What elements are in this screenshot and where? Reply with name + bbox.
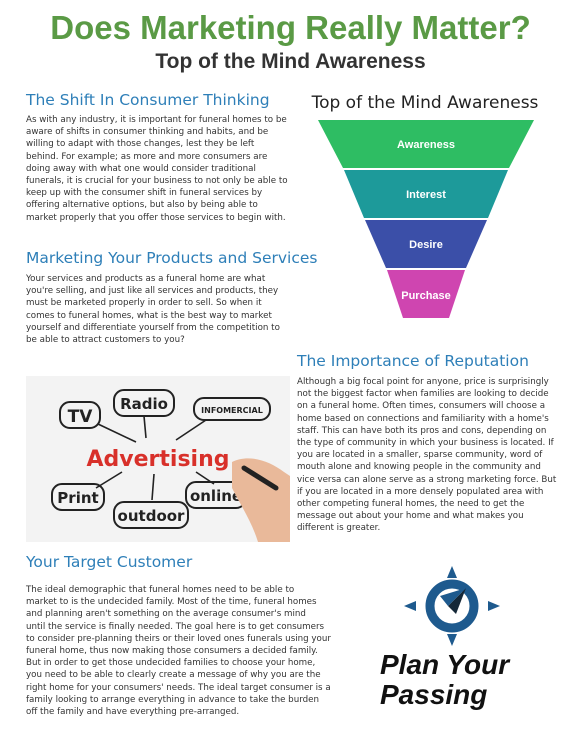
text-line: be able to attract customers to you? (26, 335, 185, 346)
text-line: you're selling, and just like all servic… (26, 286, 279, 297)
funnel-label-purchase: Purchase (401, 290, 451, 302)
text-line: and planning aren't something on the ave… (26, 609, 306, 620)
ad-word-tv: TV (68, 407, 94, 427)
text-line: offering alternative options, but also b… (26, 200, 258, 211)
funnel-title: Top of the Mind Awareness (311, 93, 539, 113)
text-line: staff. This can have both its pros and c… (297, 425, 547, 436)
funnel-stage-awareness (318, 120, 534, 168)
brand-line-2: Passing (380, 679, 488, 710)
section-body-target: The ideal demographic that funeral homes… (26, 584, 346, 718)
marker-illustration (241, 465, 279, 491)
ad-word-radio: Radio (120, 395, 168, 413)
brand-line-1: Plan Your (380, 649, 510, 680)
section-heading-shift: The Shift In Consumer Thinking (26, 91, 270, 109)
text-line: behind. For example; as more and more co… (26, 151, 268, 162)
text-line: aware of shifts in consumer thinking and… (26, 127, 269, 138)
text-line: funeral home, thus now making those cons… (26, 646, 318, 657)
ad-word-print: Print (57, 489, 98, 507)
text-line: right home for your consumers' needs. Th… (26, 682, 331, 693)
text-line: willing to adapt with those changes, les… (26, 139, 255, 150)
ad-center-word: Advertising (87, 447, 230, 472)
text-line: doing away with what one would consider … (26, 163, 256, 174)
section-body-marketing: Your services and products as a funeral … (26, 273, 296, 346)
text-line: market to is the undecided family. Most … (26, 597, 317, 608)
section-body-reputation: Although a big focal point for anyone, p… (297, 376, 567, 535)
text-line: on a funeral home. Often times, consumer… (297, 401, 546, 412)
text-line: market properly that you offer those ser… (26, 212, 286, 223)
text-line: The ideal demographic that funeral homes… (26, 585, 295, 595)
hand-illustration (232, 458, 290, 542)
text-line: Although a big focal point for anyone, p… (297, 377, 549, 387)
page-title: Does Marketing Really Matter? (50, 9, 531, 46)
funnel-stage-desire (365, 220, 487, 268)
advertising-image: TV Radio INFOMERCIAL Advertising Print o… (26, 376, 290, 542)
text-line: the type of community in which your busi… (297, 438, 554, 449)
text-line: comes to funeral homes, what is the best… (26, 310, 272, 321)
text-line: different is greater. (297, 523, 381, 534)
text-line: funerals, it is crucial for your busines… (26, 176, 288, 187)
funnel-stage-purchase (387, 270, 465, 318)
text-line: home based on connections and familiarit… (297, 413, 549, 424)
text-line: mouth alone and knowing people in the co… (297, 462, 541, 473)
text-line: But in order to get those undecided fami… (26, 658, 316, 669)
text-line: other competing funeral homes, the need … (297, 499, 525, 510)
ad-word-outdoor: outdoor (118, 507, 186, 525)
text-line: off the family and have everything pre-a… (26, 707, 240, 718)
funnel-label-awareness: Awareness (397, 139, 455, 151)
section-heading-reputation: The Importance of Reputation (297, 352, 529, 370)
page-subtitle: Top of the Mind Awareness (155, 50, 426, 73)
text-line: not the biggest factor when families are… (297, 389, 549, 400)
funnel-label-interest: Interest (406, 189, 446, 201)
text-line: until the service is finally needed. The… (26, 621, 325, 632)
funnel-diagram: Awareness Interest Desire Purchase (318, 120, 534, 318)
text-line: you need to be able to clearly create a … (26, 670, 321, 681)
text-line: keep up with the consumer shift in funer… (26, 188, 263, 199)
funnel-stage-interest (344, 170, 508, 218)
section-heading-target: Your Target Customer (26, 553, 193, 571)
text-line: you are located in a smaller, sparse com… (297, 450, 543, 461)
text-line: As with any industry, it is important fo… (26, 115, 287, 125)
ad-word-online: online (190, 487, 242, 505)
text-line: message out about your home and what mak… (297, 511, 524, 522)
text-line: yourself and differentiate yourself from… (26, 322, 280, 333)
text-line: family looking to arrange everything in … (26, 694, 319, 705)
brand-logo-text: Plan Your Passing (380, 650, 540, 710)
section-body-shift: As with any industry, it is important fo… (26, 114, 296, 224)
text-line: Your services and products as a funeral … (26, 274, 266, 284)
text-line: if you are located in a more densely pop… (297, 486, 544, 497)
section-heading-marketing: Marketing Your Products and Services (26, 249, 318, 267)
ad-word-infomercial: INFOMERCIAL (201, 406, 263, 415)
text-line: must be marketed properly in order to se… (26, 298, 262, 309)
compass-logo-icon (404, 566, 500, 646)
funnel-label-desire: Desire (409, 239, 443, 251)
text-line: to consider pre-planning theirs or their… (26, 633, 331, 644)
text-line: vice versa can alone serve as a strong m… (297, 474, 557, 485)
